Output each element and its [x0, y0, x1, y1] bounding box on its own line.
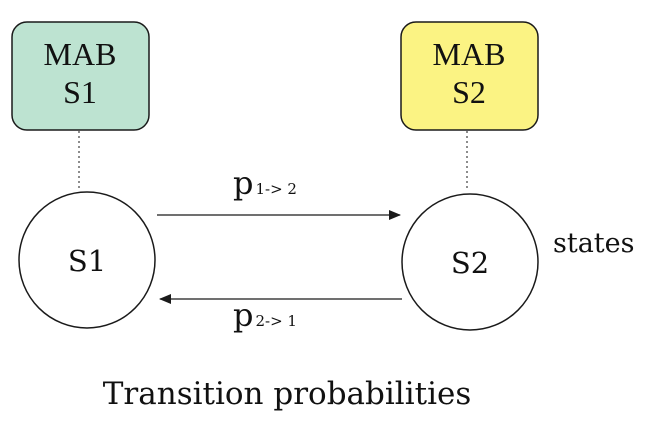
state-s1: S1 [18, 191, 156, 329]
transition-backward-sub: 2-> 1 [255, 312, 297, 330]
transition-forward-sub: 1-> 2 [255, 180, 297, 198]
mab-box-s2: MAB S2 [400, 21, 539, 131]
states-label: states [553, 228, 635, 259]
diagram-caption: Transition probabilities [103, 376, 472, 412]
state-s1-label: S1 [68, 244, 106, 278]
state-s1-circle [18, 191, 156, 329]
mab-box-s1-rect [11, 21, 150, 131]
state-s2-circle [401, 193, 539, 331]
mab-box-s1-line2: S1 [63, 74, 97, 110]
mab-box-s1-line1: MAB [44, 36, 117, 72]
transition-backward-base: p [233, 296, 253, 334]
mab-box-s2-line1: MAB [433, 36, 506, 72]
mab-box-s1: MAB S1 [11, 21, 150, 131]
mab-box-s2-line2: S2 [452, 74, 486, 110]
state-s2-label: S2 [451, 246, 489, 280]
transition-forward-base: p [233, 164, 253, 202]
state-s2: S2 [401, 193, 539, 331]
mab-box-s2-rect [400, 21, 539, 131]
